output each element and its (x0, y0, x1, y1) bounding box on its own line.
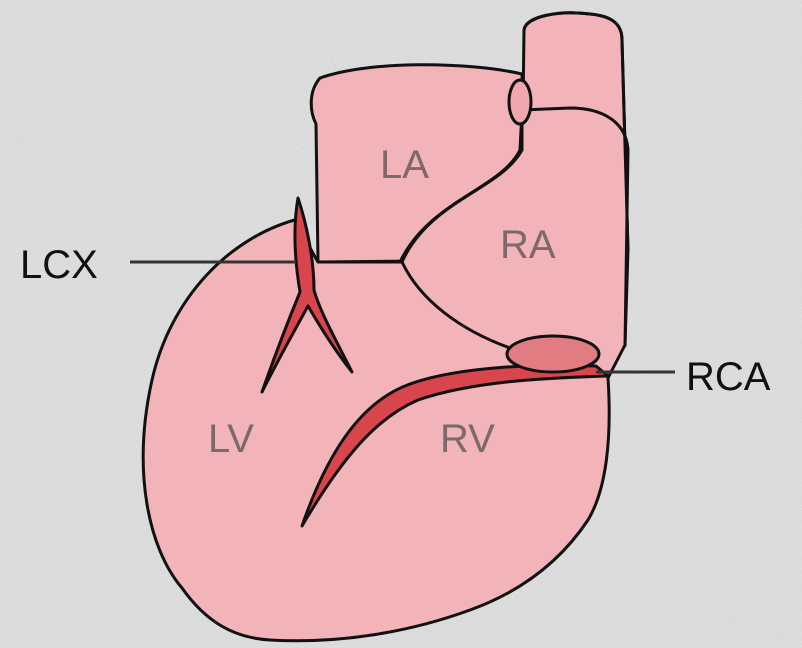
label-ra: RA (500, 223, 556, 267)
label-lv: LV (208, 417, 254, 461)
callout-lcx: LCX (20, 243, 98, 287)
label-la: LA (380, 143, 429, 187)
rca-ostium (507, 336, 599, 372)
pulmonary-vein-opening (509, 80, 531, 124)
label-rv: RV (440, 417, 495, 461)
callout-rca: RCA (686, 355, 771, 399)
